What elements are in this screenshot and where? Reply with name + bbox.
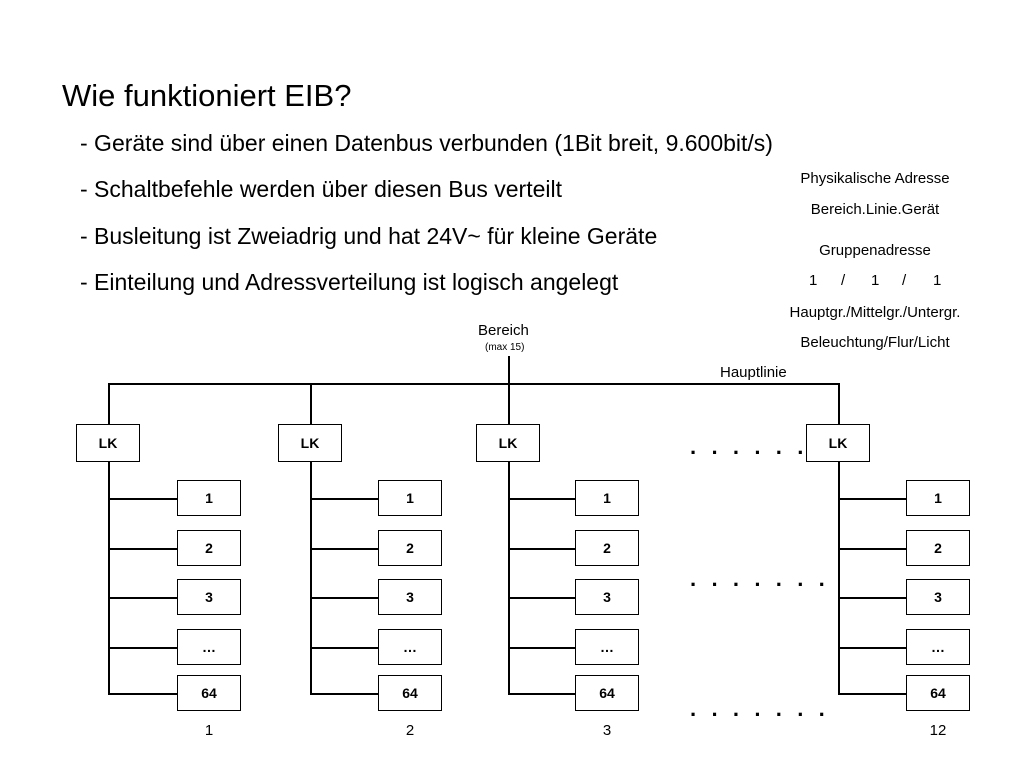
group-example-sep-1: / — [841, 272, 846, 289]
device-box: 3 — [177, 579, 241, 615]
device-branch — [838, 597, 906, 599]
main-line — [108, 383, 840, 385]
device-box: 1 — [378, 480, 442, 516]
area-connector — [508, 356, 510, 384]
bullet-3: - Busleitung ist Zweiadrig und hat 24V~ … — [80, 223, 658, 249]
line-coupler-box: LK — [476, 424, 540, 462]
device-box: 1 — [177, 480, 241, 516]
device-box: 64 — [906, 675, 970, 711]
device-box: 2 — [906, 530, 970, 566]
bullet-4: - Einteilung und Adressverteilung ist lo… — [80, 269, 619, 295]
coupler-drop-line — [108, 383, 110, 425]
group-address-format: Hauptgr./Mittelgr./Untergr. — [789, 304, 961, 321]
line-bus — [838, 462, 840, 694]
ellipsis-devices: · · · · · · · — [690, 572, 830, 597]
line-number-label: 1 — [204, 722, 214, 739]
coupler-drop-line — [310, 383, 312, 425]
device-branch — [310, 693, 378, 695]
device-branch — [108, 548, 177, 550]
main-line-label: Hauptlinie — [720, 364, 787, 381]
device-box: 3 — [378, 579, 442, 615]
device-branch — [108, 597, 177, 599]
line-bus — [108, 462, 110, 694]
group-example-sep-2: / — [902, 272, 907, 289]
coupler-drop-line — [508, 383, 510, 425]
device-branch — [108, 647, 177, 649]
device-box: … — [177, 629, 241, 665]
device-branch — [108, 693, 177, 695]
page-title: Wie funktioniert EIB? — [62, 78, 352, 113]
group-address-example: Beleuchtung/Flur/Licht — [800, 334, 950, 351]
area-max-label: (max 15) — [485, 342, 525, 353]
bullet-2: - Schaltbefehle werden über diesen Bus v… — [80, 176, 563, 202]
device-branch — [508, 597, 575, 599]
coupler-drop-line — [838, 383, 840, 425]
group-example-sub: 1 — [933, 272, 942, 289]
device-box: … — [906, 629, 970, 665]
physical-address-format: Bereich.Linie.Gerät — [810, 201, 940, 218]
device-branch — [508, 693, 575, 695]
bullet-1: - Geräte sind über einen Datenbus verbun… — [80, 130, 773, 156]
line-number-label: 2 — [405, 722, 415, 739]
device-box: 64 — [575, 675, 639, 711]
device-box: 64 — [177, 675, 241, 711]
device-branch — [838, 693, 906, 695]
line-number-label: 12 — [929, 722, 947, 739]
device-branch — [310, 548, 378, 550]
device-branch — [310, 647, 378, 649]
device-box: 64 — [378, 675, 442, 711]
device-branch — [838, 498, 906, 500]
line-coupler-box: LK — [278, 424, 342, 462]
line-bus — [310, 462, 312, 694]
device-branch — [508, 548, 575, 550]
device-branch — [838, 548, 906, 550]
device-box: 1 — [906, 480, 970, 516]
ellipsis-couplers: · · · · · · · — [690, 440, 830, 465]
device-box: 2 — [575, 530, 639, 566]
device-branch — [508, 647, 575, 649]
device-box: 2 — [378, 530, 442, 566]
device-box: 1 — [575, 480, 639, 516]
group-example-main: 1 — [809, 272, 818, 289]
device-branch — [508, 498, 575, 500]
group-example-middle: 1 — [871, 272, 880, 289]
line-coupler-box: LK — [806, 424, 870, 462]
device-branch — [310, 498, 378, 500]
device-box: … — [378, 629, 442, 665]
line-bus — [508, 462, 510, 694]
device-box: 3 — [906, 579, 970, 615]
physical-address-title: Physikalische Adresse — [800, 170, 950, 187]
device-branch — [310, 597, 378, 599]
device-branch — [838, 647, 906, 649]
group-address-title: Gruppenadresse — [819, 242, 931, 259]
ellipsis-line-numbers: · · · · · · · — [690, 702, 830, 727]
device-branch — [108, 498, 177, 500]
device-box: 3 — [575, 579, 639, 615]
device-box: … — [575, 629, 639, 665]
device-box: 2 — [177, 530, 241, 566]
line-number-label: 3 — [602, 722, 612, 739]
line-coupler-box: LK — [76, 424, 140, 462]
area-label: Bereich — [478, 322, 529, 339]
